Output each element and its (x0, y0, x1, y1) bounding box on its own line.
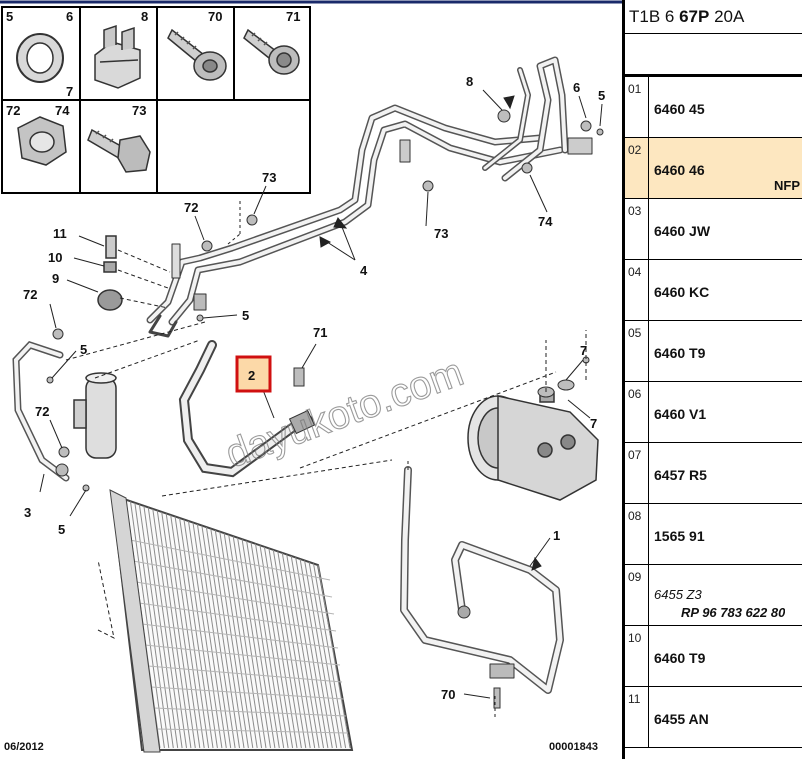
legend-label: 5 (6, 9, 13, 24)
part-reference: 6460 T9 (654, 650, 706, 666)
callout-9: 9 (52, 271, 59, 286)
reference-row[interactable]: 07 6457 R5 (625, 443, 802, 504)
callout-6: 6 (573, 80, 580, 95)
callout-72: 72 (23, 287, 37, 302)
callout-4: 4 (360, 263, 368, 278)
row-number: 09 (625, 565, 649, 625)
callout-70: 70 (441, 687, 455, 702)
condenser (109, 489, 354, 753)
o-ring-icon (16, 33, 64, 83)
callout-5: 5 (58, 522, 65, 537)
header-code-bold: 67P (679, 7, 710, 26)
reference-row[interactable]: 04 6460 KC (625, 260, 802, 321)
row-number: 11 (625, 687, 649, 747)
stud-bolt-icon (243, 28, 300, 75)
row-number: 05 (625, 321, 649, 381)
row-number: 04 (625, 260, 649, 320)
hex-bolt-icon (87, 128, 151, 173)
part-reference: 1565 91 (654, 528, 705, 544)
reference-row[interactable]: 09 6455 Z3 RP 96 783 622 80 (625, 565, 802, 626)
legend-label: 7 (66, 84, 73, 99)
row-number: 10 (625, 626, 649, 686)
callout-8: 8 (466, 74, 473, 89)
reference-row[interactable]: 10 6460 T9 (625, 626, 802, 687)
fasteners (46, 109, 604, 709)
legend-box (1, 6, 311, 194)
part-reference: 6460 KC (654, 284, 710, 300)
reference-row[interactable]: 03 6460 JW (625, 199, 802, 260)
callout-71: 71 (313, 325, 327, 340)
callout-73: 73 (434, 226, 448, 241)
callout-7: 7 (580, 343, 587, 358)
ac-pipe-left (12, 340, 70, 482)
callout-74: 74 (538, 214, 553, 229)
header-code: T1B 6 (629, 7, 680, 26)
filter-drier (73, 235, 123, 459)
panel-subheader (625, 34, 802, 77)
callout-72: 72 (184, 200, 198, 215)
date-code: 06/2012 (4, 741, 44, 753)
part-note: NFP (774, 178, 800, 193)
part-reference: 6455 Z3 (654, 587, 702, 602)
drawing-number: 00001843 (549, 741, 598, 753)
callout-5: 5 (242, 308, 249, 323)
legend-label: 73 (132, 103, 146, 118)
reference-row[interactable]: 06 6460 V1 (625, 382, 802, 443)
reference-panel: T1B 6 67P 20A 01 6460 45 02 6460 46 NFP 03 646… (622, 0, 802, 759)
callout-2: 2 (248, 368, 255, 383)
legend-label: 74 (55, 103, 70, 118)
part-reference: 6460 V1 (654, 406, 707, 422)
legend-label: 70 (208, 9, 222, 24)
leader-lines (39, 89, 603, 720)
legend-label: 72 (6, 103, 20, 118)
part-reference: 6455 AN (654, 711, 709, 727)
row-number: 06 (625, 382, 649, 442)
reference-row[interactable]: 02 6460 46 NFP (625, 138, 802, 199)
legend-label: 6 (66, 9, 73, 24)
callout-5: 5 (80, 342, 87, 357)
panel-header: T1B 6 67P 20A (625, 0, 802, 34)
callout-10: 10 (48, 250, 62, 265)
reference-row[interactable]: 05 6460 T9 (625, 321, 802, 382)
reference-row[interactable]: 11 6455 AN (625, 687, 802, 748)
flange-bolt-icon (167, 28, 227, 81)
callout-11: 11 (53, 226, 67, 241)
reference-row[interactable]: 08 1565 91 (625, 504, 802, 565)
ac-pipe-assembly (146, 56, 593, 338)
pipe-clip-icon (94, 24, 141, 89)
legend-label: 8 (141, 9, 148, 24)
part-reference: 6457 R5 (654, 467, 707, 483)
callout-3: 3 (24, 505, 31, 520)
callout-73: 73 (262, 170, 276, 185)
part-reference: 6460 JW (654, 223, 711, 239)
row-number: 03 (625, 199, 649, 259)
header-code-tail: 20A (709, 7, 745, 26)
ac-hose (178, 340, 316, 478)
row-number: 07 (625, 443, 649, 503)
highlighted-callout-box (235, 355, 272, 393)
legend-label: 71 (286, 9, 300, 24)
row-number: 08 (625, 504, 649, 564)
row-number: 01 (625, 77, 649, 137)
parts-diagram: 5 6 7 8 70 71 72 74 73 (0, 0, 622, 753)
part-reference: 6460 46 (654, 162, 705, 178)
part-note: RP 96 783 622 80 (681, 605, 786, 620)
callout-1: 1 (553, 528, 560, 543)
row-number: 02 (625, 138, 649, 198)
callout-72: 72 (35, 404, 49, 419)
compressor (467, 391, 599, 501)
hex-nut-icon (17, 116, 67, 166)
part-reference: 6460 45 (654, 101, 705, 117)
reference-row[interactable]: 01 6460 45 (625, 77, 802, 138)
callout-5: 5 (598, 88, 605, 103)
part-reference: 6460 T9 (654, 345, 706, 361)
ac-pipe-lower (400, 466, 564, 694)
callout-7: 7 (590, 416, 597, 431)
